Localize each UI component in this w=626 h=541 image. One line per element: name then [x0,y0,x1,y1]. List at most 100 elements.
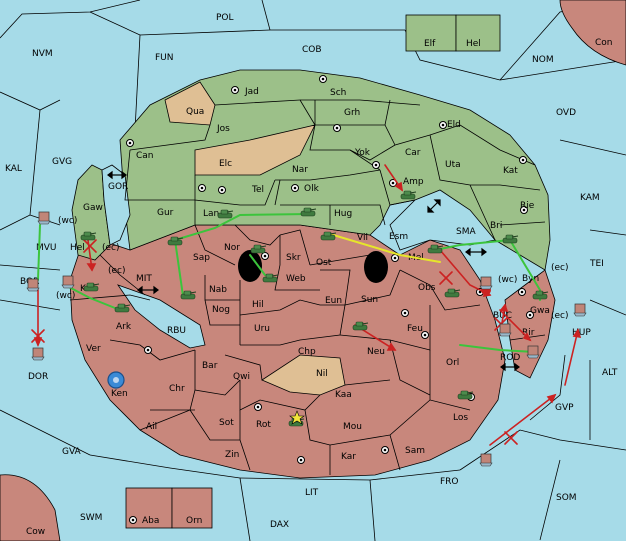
tank-icon[interactable] [180,290,197,300]
territory-Elf[interactable] [405,14,457,52]
tank-icon[interactable] [300,207,317,217]
support-order [64,284,121,311]
tank-icon[interactable] [262,273,279,283]
label-Elc: Elc [219,159,232,169]
support-order [37,224,41,281]
label-FRO: FRO [440,477,459,487]
label-Rot: Rot [256,420,271,430]
label-Ver: Ver [86,344,101,354]
territory-Con[interactable] [559,0,626,66]
star-icon [289,410,305,425]
label-Orn: Orn [186,516,202,526]
label-Nab: Nab [209,285,227,295]
convoy-links [107,170,520,372]
label-Gwa: Gwa [530,306,550,316]
ship-icon[interactable] [479,276,493,290]
label-Gur: Gur [157,208,174,218]
label-Car: Car [405,148,421,158]
label-Nog: Nog [212,305,230,315]
ship-icon[interactable] [31,347,45,361]
label-Hil: Hil [252,300,264,310]
label-Bri: Bri [490,221,502,231]
ship-icon[interactable] [479,453,493,467]
tank-icon[interactable] [352,321,369,331]
label-Esm: Esm [389,232,408,242]
tank-icon[interactable] [457,390,474,400]
cross-icon [83,239,97,253]
sea-GOR[interactable] [101,164,131,246]
ship-icon[interactable] [61,275,75,289]
label-Byn: Byn [522,274,539,284]
home-marker[interactable] [107,371,125,389]
label-TEI: TEI [589,259,604,269]
label-KAM: KAM [580,193,600,203]
territory-Qua[interactable] [164,81,216,126]
territory-Cow[interactable] [0,474,61,541]
double-arrow-icon [107,170,127,180]
label-Tel: Tel [251,185,264,195]
label-Feu: Feu [407,324,423,334]
label-Amp: Amp [403,177,424,187]
territory-labels: POL NVM FUN COB NOM OVD KAL GVG KAM TEI … [5,13,618,537]
label-Mou: Mou [343,422,362,432]
tank-icon[interactable] [83,282,100,292]
tank-icon[interactable] [400,190,417,200]
coast-tag: (wc) [56,291,75,301]
label-NVM: NVM [32,49,53,59]
double-arrow-icon [500,362,520,372]
support-order [249,254,266,276]
label-Neu: Neu [367,347,385,357]
label-Kaa: Kaa [335,390,352,400]
label-Ost: Ost [316,258,332,268]
label-DAX: DAX [270,520,289,530]
label-Obs: Obs [418,283,436,293]
south-borders [69,224,546,475]
tank-icon[interactable] [502,234,519,244]
double-arrow-icon [427,199,441,213]
ship-icon[interactable] [573,303,587,317]
double-arrow-icon [465,247,487,257]
support-order [459,344,536,353]
double-arrow-icon [137,285,159,295]
orders [31,164,582,446]
tank-icon[interactable] [217,209,234,219]
tank-icon[interactable] [114,303,131,313]
label-ROD: ROD [500,353,520,363]
units [26,190,587,467]
label-Uru: Uru [254,324,270,334]
tank-icon[interactable] [444,288,461,298]
tank-icon[interactable] [80,231,97,241]
label-FUN: FUN [155,53,174,63]
territory-Orn[interactable] [171,487,213,529]
label-Olk: Olk [304,184,320,194]
ship-icon[interactable] [498,323,512,337]
label-Los: Los [453,413,468,423]
label-Lan: Lan [203,209,219,219]
label-Elf: Elf [424,39,436,49]
coast-tag: (wc) [58,216,77,226]
coast-tag: (ec) [102,243,120,253]
label-Chp: Chp [298,347,316,357]
sea-RBU[interactable] [116,284,206,349]
ship-icon[interactable] [526,345,540,359]
label-Sam: Sam [405,446,425,456]
label-Hel: Hel [70,243,85,253]
coast-tag: (wc) [498,275,517,285]
tank-icon[interactable] [320,231,337,241]
tank-icon[interactable] [167,236,184,246]
label-GOR: GOR [108,182,128,192]
label-LIT: LIT [305,488,319,498]
tank-icon[interactable] [532,290,549,300]
tank-icon[interactable] [250,244,267,254]
label-Eun: Eun [325,296,342,306]
label-Web: Web [286,274,306,284]
territory-Hel-north[interactable] [455,14,501,52]
tank-icon[interactable] [427,244,444,254]
label-Sot: Sot [219,418,234,428]
ship-icon[interactable] [37,211,51,225]
label-Hel-north: Hel [466,39,481,49]
ship-icon[interactable] [26,278,40,292]
label-Bar: Bar [202,361,218,371]
label-SMA: SMA [456,227,476,237]
